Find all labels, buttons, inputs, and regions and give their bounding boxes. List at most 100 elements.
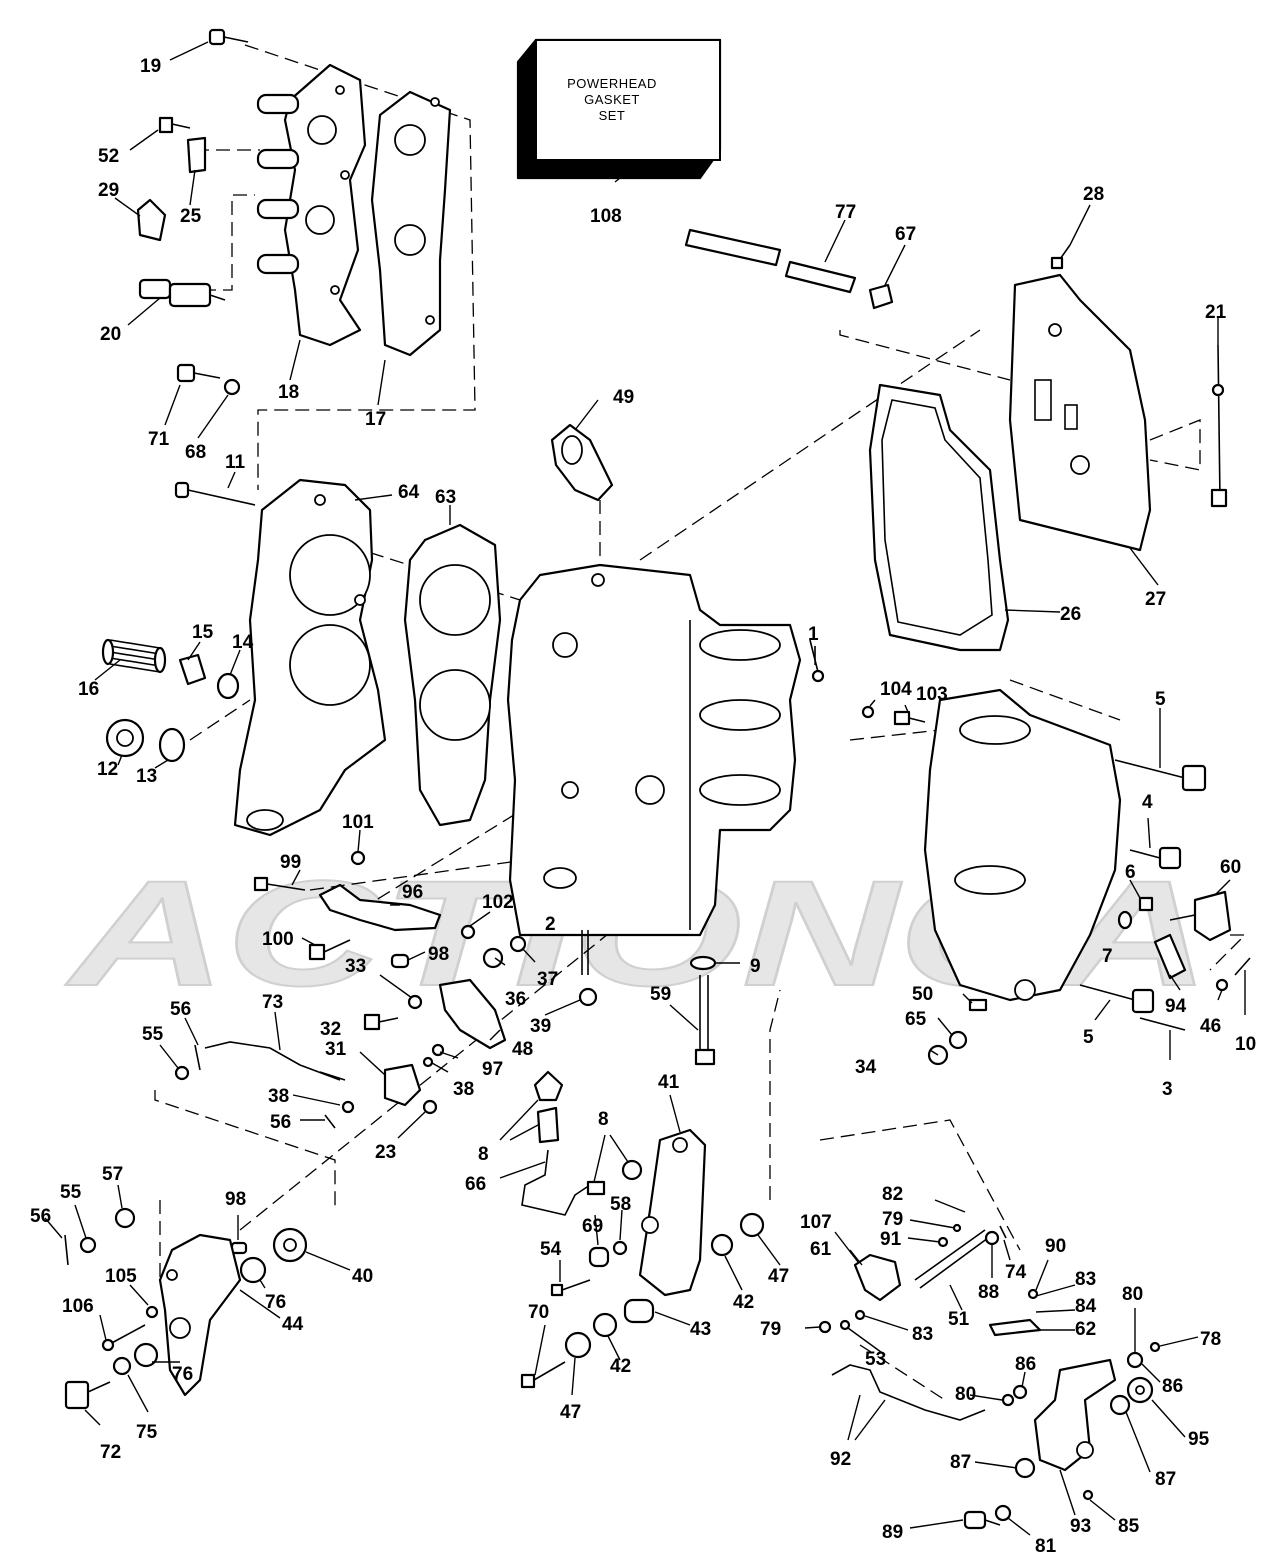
temp-sensor-20: [138, 278, 226, 308]
nut-80-right: [1126, 1351, 1144, 1369]
clip-62: [988, 1318, 1042, 1337]
nut-87-left: [1014, 1457, 1036, 1479]
callout-89: 89: [882, 1522, 903, 1543]
washer-95: [1126, 1376, 1154, 1404]
callout-86-low: 86: [1015, 1354, 1036, 1375]
nut-42-up: [710, 1233, 734, 1257]
callout-81: 81: [1035, 1536, 1057, 1557]
callout-76-low: 76: [172, 1364, 193, 1385]
callout-98-low: 98: [225, 1189, 246, 1210]
nut-55-top: [174, 1065, 190, 1081]
lever-61: [853, 1253, 902, 1302]
callout-54: 54: [540, 1239, 562, 1260]
callout-53: 53: [865, 1349, 886, 1370]
nut-57: [114, 1207, 136, 1229]
screw-100: [308, 939, 351, 961]
bracket-60: [1169, 890, 1232, 942]
bolt-71: [176, 363, 221, 383]
callout-107: 107: [800, 1212, 832, 1233]
callout-9: 9: [750, 956, 761, 977]
bolt-72: [64, 1380, 111, 1410]
callout-56-top: 56: [170, 999, 191, 1020]
roller-76: [239, 1256, 267, 1284]
bolt-5-lower: [1079, 984, 1155, 1014]
hose-77: [684, 228, 857, 294]
screw-70: [520, 1361, 566, 1389]
box-label-line-3: SET: [599, 108, 626, 123]
nut-105: [145, 1305, 159, 1319]
bolt-59: [694, 975, 716, 1066]
cam-31: [383, 1063, 422, 1107]
callout-42-up: 42: [733, 1292, 754, 1313]
stud-2: [581, 930, 589, 975]
callout-19: 19: [140, 56, 161, 77]
callout-62: 62: [1075, 1319, 1096, 1340]
callout-6: 6: [1125, 862, 1136, 883]
callout-75: 75: [136, 1422, 158, 1443]
screw-32: [363, 1013, 399, 1031]
box-label-line-2: GASKET: [584, 92, 640, 107]
callout-70: 70: [528, 1302, 549, 1323]
callout-60: 60: [1220, 857, 1241, 878]
screw-1: [809, 639, 825, 683]
callout-63: 63: [435, 487, 456, 508]
callout-50: 50: [912, 984, 933, 1005]
callout-80-right: 80: [1122, 1284, 1143, 1305]
leader-lines: [44, 41, 1246, 1536]
callout-91: 91: [880, 1229, 902, 1250]
callout-8-right: 8: [598, 1109, 609, 1130]
roller-76-low: [133, 1342, 159, 1368]
washer-9: [689, 955, 717, 971]
callout-56-low: 56: [30, 1206, 51, 1227]
screw-19: [208, 28, 249, 46]
callout-23: 23: [375, 1142, 396, 1163]
callout-59: 59: [650, 984, 671, 1005]
callout-73: 73: [262, 992, 283, 1013]
nut-81: [994, 1504, 1012, 1522]
callout-21: 21: [1205, 302, 1227, 323]
clip-29: [136, 198, 167, 242]
callout-17: 17: [365, 409, 386, 430]
callout-44: 44: [282, 1314, 304, 1335]
clip-56-low: [64, 1234, 69, 1266]
washer-88: [984, 1230, 1000, 1246]
callout-41: 41: [658, 1072, 680, 1093]
valve-15: [178, 653, 207, 686]
cylinder-head-gasket: [370, 90, 452, 357]
callout-108: 108: [590, 206, 622, 227]
washer-68: [223, 378, 241, 396]
screw-90: [1027, 1288, 1039, 1300]
washer-75: [112, 1356, 132, 1376]
washer-40: [272, 1227, 308, 1263]
callout-100: 100: [262, 929, 294, 950]
grommet-14: [216, 672, 240, 700]
bolt-4: [1129, 846, 1182, 870]
screw-52: [158, 116, 191, 134]
clip-56-top: [194, 1044, 201, 1071]
pin-74: [999, 1225, 1007, 1239]
tube-66: [521, 1149, 591, 1216]
callout-4: 4: [1142, 792, 1153, 813]
screw-99: [253, 876, 306, 892]
nut-87-right: [1109, 1394, 1131, 1416]
bolt-5-upper: [1114, 759, 1207, 792]
gasket-set-box: POWERHEAD GASKET SET: [516, 38, 722, 180]
callout-61: 61: [810, 1239, 832, 1260]
callout-43: 43: [690, 1319, 711, 1340]
spring-16: [101, 638, 167, 674]
callout-97: 97: [482, 1059, 503, 1080]
callout-51: 51: [948, 1309, 970, 1330]
screw-28: [1050, 244, 1071, 270]
gasket-13: [158, 727, 186, 763]
washer-33: [407, 994, 423, 1010]
callout-34: 34: [855, 1057, 877, 1078]
callout-18: 18: [278, 382, 299, 403]
fitting-8-right: [586, 1159, 643, 1196]
callout-31: 31: [325, 1039, 347, 1060]
screw-91: [937, 1236, 949, 1248]
bushing-43: [623, 1298, 655, 1324]
callout-12: 12: [97, 759, 118, 780]
callout-76-up: 76: [265, 1292, 286, 1313]
callout-65: 65: [905, 1009, 927, 1030]
callout-36: 36: [505, 989, 526, 1010]
